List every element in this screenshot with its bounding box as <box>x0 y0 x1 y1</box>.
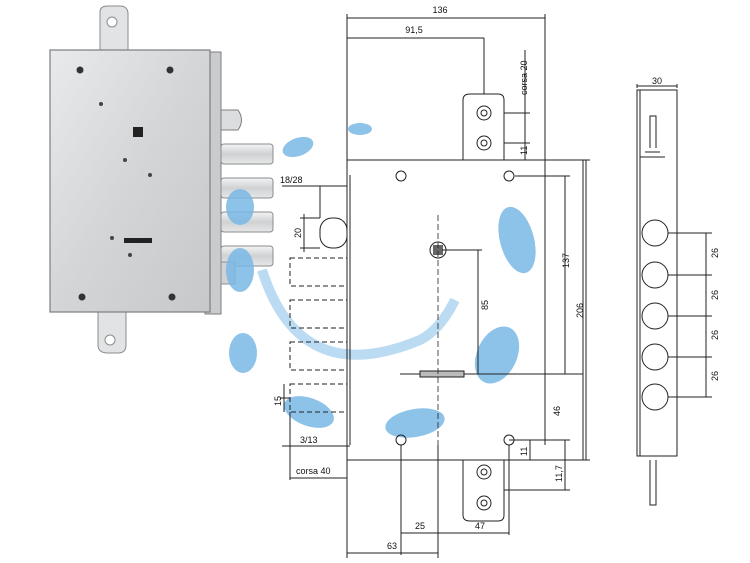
case-rivet <box>110 236 114 240</box>
dim-11-7: 11,7 <box>554 465 564 482</box>
dead-bolt <box>220 143 274 165</box>
dim-20: 20 <box>293 228 303 238</box>
bolt-hole <box>641 383 669 411</box>
case-screw <box>166 66 174 74</box>
dim-85: 85 <box>480 300 490 310</box>
bolt-outlines <box>289 257 348 413</box>
dim-11-top: 11 <box>519 146 529 155</box>
dim-25: 25 <box>415 521 425 531</box>
dim-pitch: 26 <box>710 371 720 381</box>
case-screw <box>78 293 86 301</box>
dim-47: 47 <box>475 521 485 531</box>
top-tab-hole <box>106 16 118 28</box>
dim-91-5: 91,5 <box>405 25 423 35</box>
dim-30: 30 <box>652 76 662 86</box>
upper-rod <box>649 115 657 148</box>
dim-63: 63 <box>387 541 397 551</box>
dim-pitch: 26 <box>710 330 720 340</box>
dim-15: 15 <box>273 396 283 406</box>
case-screw <box>76 66 84 74</box>
case-rivet <box>123 158 127 162</box>
body-hole <box>395 170 407 182</box>
case-screw <box>168 293 176 301</box>
dim-corsa-20: corsa 20 <box>519 60 529 95</box>
case-rivet <box>148 173 152 177</box>
dim-18-28: 18/28 <box>280 175 303 185</box>
bottom-tab-hole <box>104 334 116 346</box>
dim-corsa-40: corsa 40 <box>296 466 331 476</box>
dim-pitch: 26 <box>710 290 720 300</box>
dim-11-bottom: 11 <box>519 447 529 456</box>
dim-3-13: 3/13 <box>300 435 318 445</box>
dimension-labels: 136 91,5 corsa 20 11 18/28 20 137 206 85… <box>273 5 720 551</box>
body-hole <box>503 170 515 182</box>
dim-pitch: 26 <box>710 248 720 258</box>
lower-rod <box>649 460 657 506</box>
lock-body-outline <box>346 159 584 461</box>
dim-137: 137 <box>561 253 571 268</box>
side-view-drawing <box>636 84 712 506</box>
dim-136: 136 <box>432 5 447 15</box>
main-elevation-drawing <box>280 14 590 558</box>
case-rivet <box>99 102 103 106</box>
spindle-square <box>133 127 143 137</box>
latch-bolt <box>220 109 242 131</box>
dim-206: 206 <box>575 303 585 318</box>
bolt-hole <box>641 219 669 247</box>
bolt-hole <box>641 302 669 330</box>
extended-bolt <box>319 217 348 249</box>
watermark-logo <box>226 123 536 438</box>
cylinder-slot <box>124 238 152 243</box>
lock-photo <box>49 5 274 354</box>
case-rivet <box>128 253 132 257</box>
top-mounting-tab <box>99 5 129 51</box>
bottom-mounting-tab <box>97 311 127 354</box>
bottom-striker-plate <box>462 460 505 522</box>
lock-case <box>49 49 211 313</box>
bolt-hole <box>641 261 669 289</box>
bolt-hole <box>641 343 669 371</box>
dim-46: 46 <box>552 406 562 416</box>
